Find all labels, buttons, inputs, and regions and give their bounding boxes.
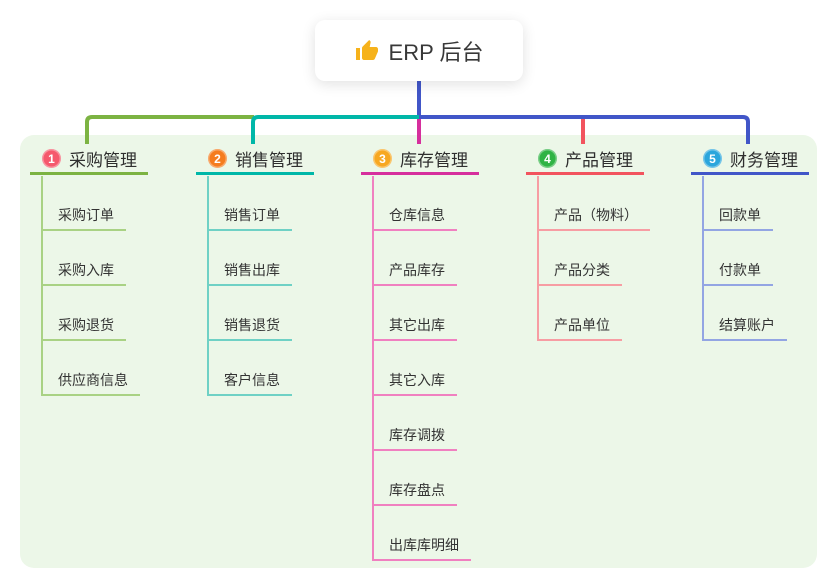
child-topic-node[interactable]: 销售出库 bbox=[207, 260, 292, 286]
branch-sales-management: 2 销售管理 销售订单 销售出库 销售退货 客户信息 bbox=[196, 0, 361, 588]
branch-child-connector bbox=[372, 176, 374, 560]
branch-child-connector bbox=[537, 176, 539, 340]
branch-finance-management: 5 财务管理 回款单 付款单 结算账户 bbox=[691, 0, 839, 588]
child-topic-node[interactable]: 产品（物料） bbox=[537, 205, 650, 231]
child-topic-node[interactable]: 产品分类 bbox=[537, 260, 622, 286]
child-topic-node[interactable]: 采购订单 bbox=[41, 205, 126, 231]
child-topic-node[interactable]: 产品库存 bbox=[372, 260, 457, 286]
child-topic-node[interactable]: 客户信息 bbox=[207, 370, 292, 396]
child-topic-node[interactable]: 其它出库 bbox=[372, 315, 457, 341]
child-topic-node[interactable]: 出库库明细 bbox=[372, 535, 471, 561]
branch-number-badge: 2 bbox=[208, 149, 227, 168]
branch-header-node[interactable]: 3 库存管理 bbox=[361, 145, 479, 175]
child-topic-node[interactable]: 销售订单 bbox=[207, 205, 292, 231]
child-topic-node[interactable]: 销售退货 bbox=[207, 315, 292, 341]
root-topic-node[interactable]: ERP 后台 bbox=[315, 20, 523, 81]
branch-header-node[interactable]: 4 产品管理 bbox=[526, 145, 644, 175]
branch-number-badge: 5 bbox=[703, 149, 722, 168]
child-topic-node[interactable]: 产品单位 bbox=[537, 315, 622, 341]
child-topic-node[interactable]: 付款单 bbox=[702, 260, 773, 286]
child-topic-node[interactable]: 回款单 bbox=[702, 205, 773, 231]
branch-label: 产品管理 bbox=[565, 151, 633, 170]
branch-purchase-management: 1 采购管理 采购订单 采购入库 采购退货 供应商信息 bbox=[30, 0, 195, 588]
branch-header-node[interactable]: 5 财务管理 bbox=[691, 145, 809, 175]
child-topic-node[interactable]: 供应商信息 bbox=[41, 370, 140, 396]
thumbs-up-icon bbox=[355, 39, 379, 63]
branch-child-connector bbox=[702, 176, 704, 340]
branch-number-badge: 1 bbox=[42, 149, 61, 168]
branch-label: 财务管理 bbox=[730, 151, 798, 170]
branch-label: 采购管理 bbox=[69, 151, 137, 170]
child-topic-node[interactable]: 库存调拨 bbox=[372, 425, 457, 451]
child-topic-node[interactable]: 结算账户 bbox=[702, 315, 787, 341]
child-topic-node[interactable]: 采购退货 bbox=[41, 315, 126, 341]
child-topic-node[interactable]: 库存盘点 bbox=[372, 480, 457, 506]
branch-product-management: 4 产品管理 产品（物料） 产品分类 产品单位 bbox=[526, 0, 691, 588]
root-topic-title: ERP 后台 bbox=[388, 39, 484, 65]
branch-number-badge: 4 bbox=[538, 149, 557, 168]
child-topic-node[interactable]: 其它入库 bbox=[372, 370, 457, 396]
branch-label: 库存管理 bbox=[400, 151, 468, 170]
child-topic-node[interactable]: 采购入库 bbox=[41, 260, 126, 286]
branch-inventory-management: 3 库存管理 仓库信息 产品库存 其它出库 其它入库 库存调拨 库存盘点 出库库… bbox=[361, 0, 526, 588]
child-topic-node[interactable]: 仓库信息 bbox=[372, 205, 457, 231]
branches-background-panel bbox=[20, 135, 817, 568]
branch-label: 销售管理 bbox=[235, 151, 303, 170]
branch-number-badge: 3 bbox=[373, 149, 392, 168]
branch-header-node[interactable]: 1 采购管理 bbox=[30, 145, 148, 175]
branch-header-node[interactable]: 2 销售管理 bbox=[196, 145, 314, 175]
